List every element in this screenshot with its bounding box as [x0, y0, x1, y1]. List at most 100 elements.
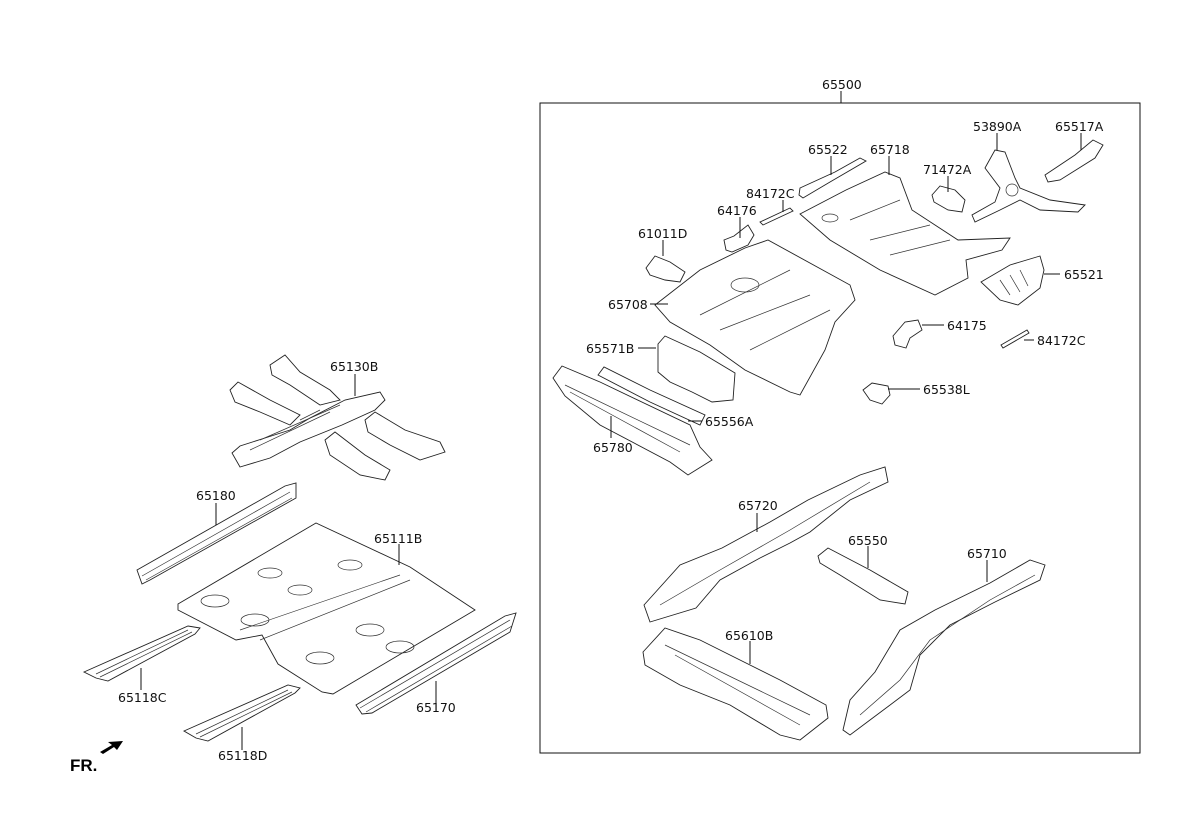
part-65718[interactable] — [799, 171, 1011, 296]
assembly-label[interactable]: 65500 — [822, 77, 862, 92]
part-detail — [200, 594, 230, 608]
part-shape — [324, 431, 391, 481]
part-shape — [597, 366, 706, 426]
part-detail — [287, 584, 313, 596]
part-detail — [337, 559, 363, 571]
label-65708[interactable]: 65708 — [608, 297, 648, 312]
part-detail — [141, 491, 293, 581]
part-65180[interactable] — [136, 482, 297, 585]
label-71472A[interactable]: 71472A — [923, 162, 972, 177]
label-65111B[interactable]: 65111B — [374, 531, 422, 546]
part-shape — [229, 381, 301, 426]
part-65556A[interactable] — [597, 366, 706, 426]
front-orientation-marker: FR. — [70, 741, 123, 775]
part-detail — [1005, 183, 1019, 197]
part-shape — [980, 255, 1045, 306]
part-shape — [654, 239, 856, 396]
label-64175[interactable]: 64175 — [947, 318, 987, 333]
label-65522[interactable]: 65522 — [808, 142, 848, 157]
part-65720[interactable] — [643, 466, 889, 623]
part-64176[interactable] — [723, 224, 755, 253]
part-shape — [799, 171, 1011, 296]
part-65708[interactable] — [654, 239, 856, 396]
label-84172C-lower[interactable]: 84172C — [1037, 333, 1086, 348]
label-65538L[interactable]: 65538L — [923, 382, 970, 397]
part-shape — [269, 354, 341, 406]
label-65720[interactable]: 65720 — [738, 498, 778, 513]
label-65710[interactable]: 65710 — [967, 546, 1007, 561]
label-65170[interactable]: 65170 — [416, 700, 456, 715]
part-65538L[interactable] — [862, 382, 891, 405]
part-65170[interactable] — [355, 612, 517, 715]
part-shape — [642, 627, 829, 741]
part-detail — [355, 623, 385, 637]
part-detail — [385, 640, 415, 654]
part-65517A[interactable] — [1044, 139, 1104, 183]
part-65521[interactable] — [980, 255, 1045, 306]
label-65550[interactable]: 65550 — [848, 533, 888, 548]
part-shape — [862, 382, 891, 405]
part-65111B[interactable] — [177, 522, 476, 695]
part-shape — [231, 391, 386, 468]
part-65130B[interactable] — [229, 354, 446, 481]
label-61011D[interactable]: 61011D — [638, 226, 687, 241]
part-shape — [364, 411, 446, 461]
label-65118D[interactable]: 65118D — [218, 748, 267, 763]
part-detail — [999, 269, 1029, 296]
assembly-65500: 65500 — [539, 77, 1141, 754]
label-65556A[interactable]: 65556A — [705, 414, 754, 429]
part-65118C[interactable] — [82, 625, 201, 682]
part-65118D[interactable] — [183, 684, 301, 742]
part-53890A[interactable] — [971, 149, 1086, 223]
label-65118C[interactable]: 65118C — [118, 690, 167, 705]
part-detail — [699, 269, 831, 351]
part-shape — [931, 185, 966, 213]
part-71472A[interactable] — [931, 185, 966, 213]
part-shape — [842, 559, 1046, 736]
part-detail — [257, 567, 283, 579]
part-detail — [859, 574, 1036, 716]
part-shape — [645, 255, 686, 283]
label-65517A[interactable]: 65517A — [1055, 119, 1104, 134]
label-65521[interactable]: 65521 — [1064, 267, 1104, 282]
assembly-box — [539, 102, 1141, 754]
label-64176[interactable]: 64176 — [717, 203, 757, 218]
part-shape — [971, 149, 1086, 223]
label-65610B[interactable]: 65610B — [725, 628, 773, 643]
part-65780[interactable] — [552, 365, 713, 476]
part-shape — [1000, 329, 1030, 349]
fr-label: FR. — [70, 756, 97, 775]
part-65610B[interactable] — [642, 627, 829, 741]
part-65571B[interactable] — [657, 335, 736, 403]
part-65550[interactable] — [817, 547, 909, 605]
part-shape — [1044, 139, 1104, 183]
part-shape — [723, 224, 755, 253]
part-detail — [249, 404, 341, 451]
label-65180[interactable]: 65180 — [196, 488, 236, 503]
label-65718[interactable]: 65718 — [870, 142, 910, 157]
part-shape — [759, 207, 794, 226]
label-65571B[interactable]: 65571B — [586, 341, 634, 356]
label-53890A[interactable]: 53890A — [973, 119, 1022, 134]
part-shape — [643, 466, 889, 623]
label-65130B[interactable]: 65130B — [330, 359, 378, 374]
part-65522[interactable] — [798, 157, 867, 199]
part-shape — [892, 319, 923, 349]
part-64175[interactable] — [892, 319, 923, 349]
part-shape — [798, 157, 867, 199]
part-detail — [821, 213, 839, 223]
part-detail — [659, 481, 871, 606]
part-shape — [177, 522, 476, 695]
part-shape — [82, 625, 201, 682]
part-detail — [564, 384, 691, 453]
part-84172C-lower[interactable] — [1000, 329, 1030, 349]
label-65780[interactable]: 65780 — [593, 440, 633, 455]
part-detail — [240, 613, 270, 627]
front-arrow-icon — [100, 741, 123, 754]
part-61011D[interactable] — [645, 255, 686, 283]
part-84172C-upper[interactable] — [759, 207, 794, 226]
part-65710[interactable] — [842, 559, 1046, 736]
part-detail — [95, 629, 193, 678]
label-84172C-upper[interactable]: 84172C — [746, 186, 795, 201]
